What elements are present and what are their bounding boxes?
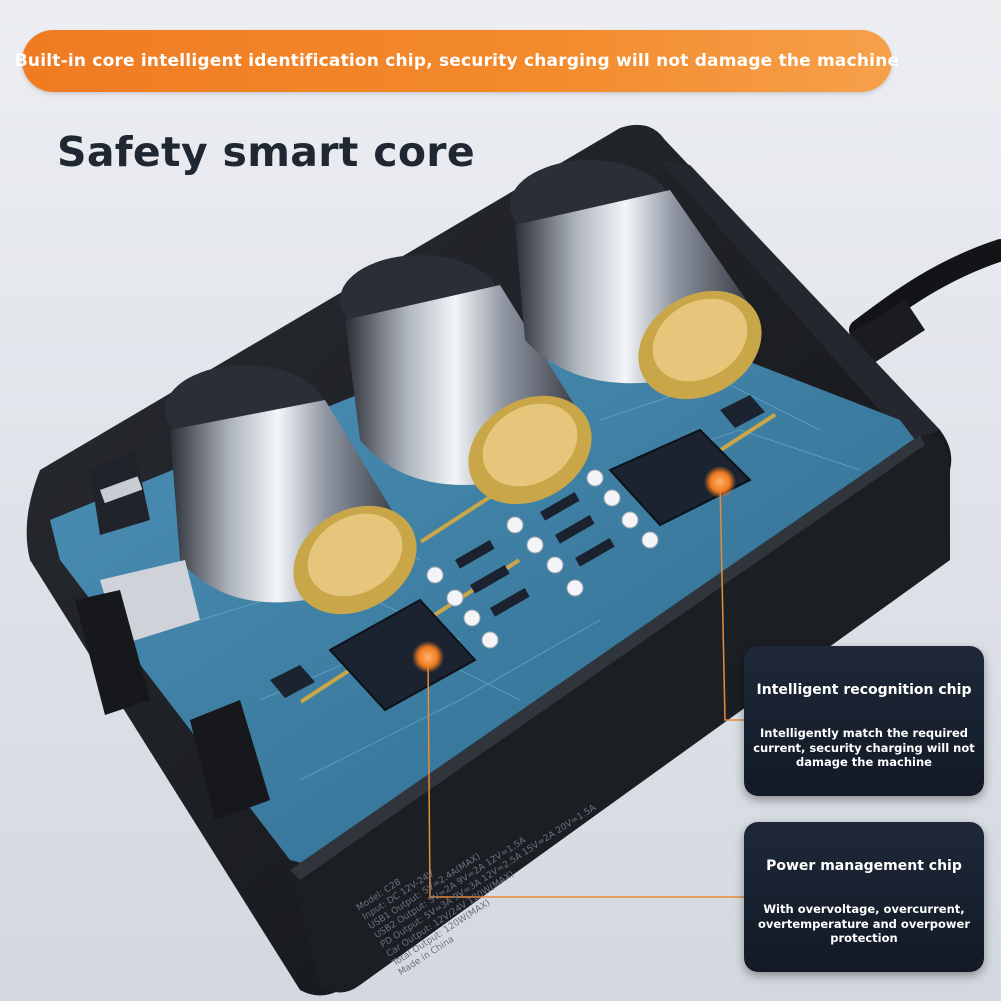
callout-title: Power management chip bbox=[766, 858, 962, 874]
callout-title: Intelligent recognition chip bbox=[756, 682, 972, 698]
power-chip bbox=[328, 598, 477, 712]
socket-right bbox=[510, 160, 762, 400]
callout-description: With overvoltage, overcurrent, overtempe… bbox=[757, 902, 971, 945]
recognition-chip bbox=[608, 428, 752, 527]
top-banner: Built-in core intelligent identification… bbox=[15, 30, 899, 92]
callout-description: Intelligently match the required current… bbox=[753, 726, 975, 769]
banner-text: Built-in core intelligent identification… bbox=[14, 51, 900, 71]
socket-left bbox=[165, 365, 417, 615]
front-cover bbox=[290, 434, 950, 993]
callout-power-chip: Power management chip With overvoltage, … bbox=[744, 822, 984, 972]
headline: Safety smart core bbox=[57, 128, 475, 176]
callout-recognition-chip: Intelligent recognition chip Intelligent… bbox=[744, 646, 984, 796]
